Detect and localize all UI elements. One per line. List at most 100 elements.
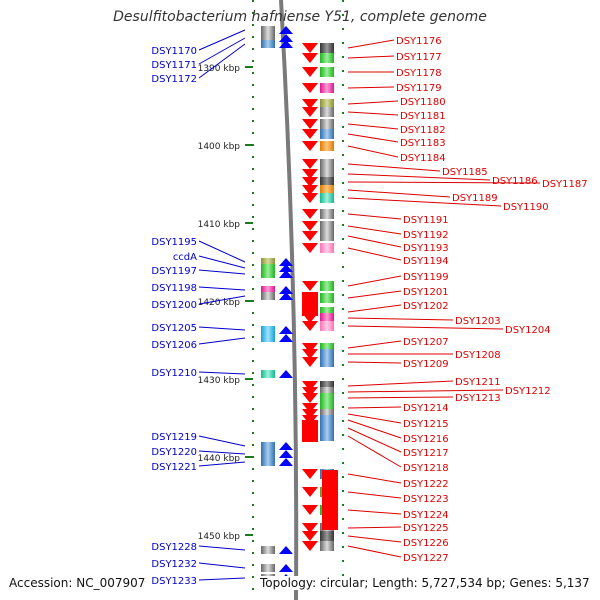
reverse-gene-arrow[interactable] bbox=[302, 159, 318, 169]
reverse-gene-label[interactable]: DSY1213 bbox=[455, 393, 501, 404]
reverse-gene-arrow[interactable] bbox=[302, 185, 318, 195]
reverse-gene-body[interactable] bbox=[322, 470, 338, 530]
forward-gene-arrow[interactable] bbox=[279, 442, 293, 450]
reverse-gene-arrow[interactable] bbox=[302, 487, 318, 497]
forward-gene-label[interactable]: DSY1172 bbox=[151, 74, 197, 85]
reverse-gene-arrow[interactable] bbox=[302, 381, 318, 391]
reverse-gene-label[interactable]: DSY1209 bbox=[403, 359, 449, 370]
reverse-gene-label[interactable]: DSY1190 bbox=[503, 202, 549, 213]
reverse-gene-arrow[interactable] bbox=[302, 403, 318, 413]
reverse-gene-arrow[interactable] bbox=[302, 53, 318, 63]
reverse-gene-label[interactable]: DSY1184 bbox=[400, 153, 446, 164]
reverse-gene-arrow[interactable] bbox=[302, 119, 318, 129]
reverse-gene-arrow[interactable] bbox=[302, 393, 318, 403]
forward-gene-arrow[interactable] bbox=[279, 458, 293, 466]
forward-gene-arrow[interactable] bbox=[279, 34, 293, 42]
forward-gene-arrow[interactable] bbox=[279, 40, 293, 48]
forward-gene-label[interactable]: DSY1195 bbox=[151, 237, 197, 248]
reverse-gene-label[interactable]: DSY1176 bbox=[396, 36, 442, 47]
forward-gene-label[interactable]: DSY1205 bbox=[151, 323, 197, 334]
forward-gene-arrow[interactable] bbox=[279, 370, 293, 378]
reverse-gene-label[interactable]: DSY1218 bbox=[403, 463, 449, 474]
reverse-gene-label[interactable]: DSY1180 bbox=[400, 97, 446, 108]
reverse-gene-label[interactable]: DSY1211 bbox=[455, 377, 501, 388]
reverse-gene-arrow[interactable] bbox=[302, 387, 318, 397]
reverse-gene-arrow[interactable] bbox=[302, 209, 318, 219]
reverse-gene-arrow[interactable] bbox=[302, 357, 318, 367]
reverse-gene-label[interactable]: DSY1227 bbox=[403, 553, 449, 564]
reverse-gene-label[interactable]: DSY1212 bbox=[505, 386, 551, 397]
forward-gene-label[interactable]: DSY1232 bbox=[151, 559, 197, 570]
reverse-gene-label[interactable]: DSY1223 bbox=[403, 494, 449, 505]
forward-gene-label[interactable]: DSY1170 bbox=[151, 46, 197, 57]
reverse-gene-arrow[interactable] bbox=[302, 231, 318, 241]
reverse-gene-label[interactable]: DSY1225 bbox=[403, 523, 449, 534]
reverse-gene-arrow[interactable] bbox=[302, 99, 318, 109]
reverse-gene-arrow[interactable] bbox=[302, 523, 318, 533]
reverse-gene-label[interactable]: DSY1194 bbox=[403, 256, 449, 267]
forward-gene-label[interactable]: DSY1210 bbox=[151, 368, 197, 379]
reverse-gene-arrow[interactable] bbox=[302, 169, 318, 179]
reverse-gene-label[interactable]: DSY1214 bbox=[403, 403, 449, 414]
forward-gene-label[interactable]: DSY1221 bbox=[151, 462, 197, 473]
reverse-gene-arrow[interactable] bbox=[302, 531, 318, 541]
forward-gene-arrow[interactable] bbox=[279, 546, 293, 554]
forward-gene-arrow[interactable] bbox=[279, 450, 293, 458]
reverse-gene-arrow[interactable] bbox=[302, 349, 318, 359]
reverse-gene-label[interactable]: DSY1208 bbox=[455, 350, 501, 361]
reverse-gene-label[interactable]: DSY1201 bbox=[403, 287, 449, 298]
forward-gene-label[interactable]: DSY1171 bbox=[151, 60, 197, 71]
reverse-gene-label[interactable]: DSY1187 bbox=[542, 179, 588, 190]
forward-gene-label[interactable]: DSY1219 bbox=[151, 432, 197, 443]
reverse-gene-label[interactable]: DSY1203 bbox=[455, 316, 501, 327]
forward-gene-label[interactable]: DSY1220 bbox=[151, 447, 197, 458]
reverse-gene-arrow[interactable] bbox=[302, 177, 318, 187]
forward-gene-arrow[interactable] bbox=[279, 270, 293, 278]
reverse-gene-label[interactable]: DSY1226 bbox=[403, 538, 449, 549]
reverse-gene-label[interactable]: DSY1183 bbox=[400, 138, 446, 149]
reverse-gene-label[interactable]: DSY1199 bbox=[403, 272, 449, 283]
reverse-gene-label[interactable]: DSY1207 bbox=[403, 337, 449, 348]
reverse-gene-label[interactable]: DSY1186 bbox=[492, 176, 538, 187]
reverse-gene-label[interactable]: DSY1179 bbox=[396, 83, 442, 94]
reverse-gene-label[interactable]: DSY1224 bbox=[403, 510, 449, 521]
reverse-gene-arrow[interactable] bbox=[302, 469, 318, 479]
reverse-gene-label[interactable]: DSY1192 bbox=[403, 230, 449, 241]
reverse-gene-label[interactable]: DSY1216 bbox=[403, 434, 449, 445]
forward-gene-arrow[interactable] bbox=[279, 292, 293, 300]
reverse-gene-label[interactable]: DSY1217 bbox=[403, 448, 449, 459]
reverse-gene-arrow[interactable] bbox=[302, 193, 318, 203]
reverse-gene-arrow[interactable] bbox=[302, 141, 318, 151]
reverse-gene-label[interactable]: DSY1204 bbox=[505, 325, 551, 336]
reverse-gene-arrow[interactable] bbox=[302, 107, 318, 117]
forward-gene-arrow[interactable] bbox=[279, 326, 293, 334]
forward-gene-arrow[interactable] bbox=[279, 26, 293, 34]
reverse-gene-label[interactable]: DSY1177 bbox=[396, 52, 442, 63]
reverse-gene-arrow[interactable] bbox=[302, 83, 318, 93]
reverse-gene-body[interactable] bbox=[302, 292, 318, 316]
reverse-gene-label[interactable]: DSY1189 bbox=[452, 193, 498, 204]
forward-gene-arrow[interactable] bbox=[279, 286, 293, 294]
reverse-gene-label[interactable]: DSY1202 bbox=[403, 301, 449, 312]
forward-gene-label[interactable]: DSY1228 bbox=[151, 542, 197, 553]
reverse-gene-arrow[interactable] bbox=[302, 321, 318, 331]
reverse-gene-body[interactable] bbox=[302, 420, 318, 442]
reverse-gene-label[interactable]: DSY1185 bbox=[442, 167, 488, 178]
forward-gene-label[interactable]: DSY1198 bbox=[151, 283, 197, 294]
reverse-gene-label[interactable]: DSY1178 bbox=[396, 68, 442, 79]
reverse-gene-arrow[interactable] bbox=[302, 221, 318, 231]
reverse-gene-arrow[interactable] bbox=[302, 43, 318, 53]
reverse-gene-label[interactable]: DSY1191 bbox=[403, 215, 449, 226]
forward-gene-arrow[interactable] bbox=[279, 264, 293, 272]
reverse-gene-arrow[interactable] bbox=[302, 409, 318, 419]
reverse-gene-label[interactable]: DSY1222 bbox=[403, 479, 449, 490]
forward-gene-arrow[interactable] bbox=[279, 564, 293, 572]
reverse-gene-arrow[interactable] bbox=[302, 129, 318, 139]
reverse-gene-label[interactable]: DSY1193 bbox=[403, 243, 449, 254]
forward-gene-label[interactable]: ccdA bbox=[173, 252, 197, 263]
reverse-gene-arrow[interactable] bbox=[302, 343, 318, 353]
reverse-gene-arrow[interactable] bbox=[302, 505, 318, 515]
forward-gene-arrow[interactable] bbox=[279, 334, 293, 342]
reverse-gene-label[interactable]: DSY1181 bbox=[400, 111, 446, 122]
forward-gene-label[interactable]: DSY1206 bbox=[151, 340, 197, 351]
